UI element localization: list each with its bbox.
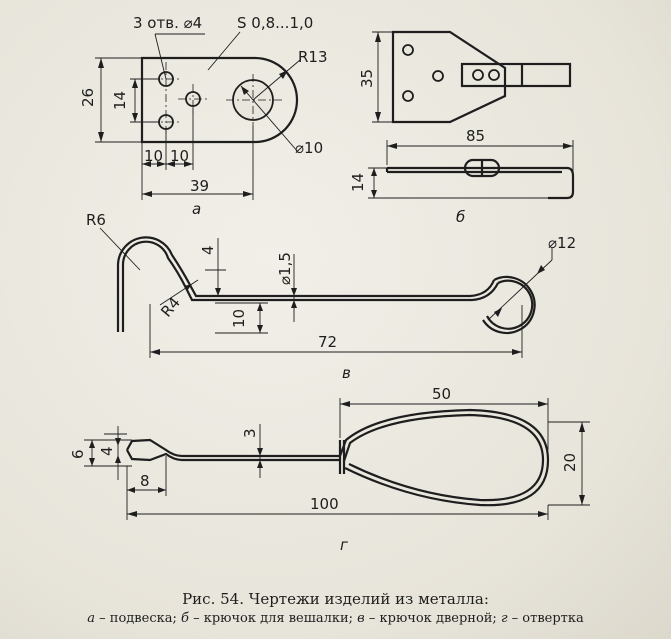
dim-20-text: 20 — [561, 453, 579, 472]
legend-text-b: – крючок для вешалки; — [188, 611, 358, 626]
legend-text-d: – отвертка — [507, 611, 584, 626]
legend-letter-c: в — [357, 611, 365, 626]
figure-d-label: г — [340, 536, 348, 554]
radius-13-note: R13 — [298, 48, 328, 66]
legend-text-a: – подвеска; — [95, 611, 181, 626]
technical-drawing: 26 14 10 10 39 3 отв. ⌀4 S 0,8...1,0 R — [69, 14, 590, 554]
dim-6-text: 6 — [69, 449, 87, 459]
dim-14b-text: 14 — [349, 173, 367, 192]
screwdriver-loop — [338, 408, 550, 507]
radius-4-text: R4 — [157, 294, 184, 321]
dim-8-text: 8 — [140, 472, 150, 490]
dim-85-text: 85 — [466, 127, 485, 145]
figure-d: 50 3 6 4 20 8 — [69, 385, 590, 554]
legend-letter-d: г — [500, 611, 508, 626]
rivet-left — [472, 69, 484, 81]
figure-a-label: а — [192, 200, 201, 218]
screwdriver-blade — [126, 438, 340, 458]
rivet-right — [488, 69, 500, 81]
dim-3-text: 3 — [241, 428, 259, 438]
caption-title: Рис. 54. Чертежи изделий из металла: — [182, 590, 489, 608]
dim-72-text: 72 — [318, 333, 337, 351]
legend-letter-a: а — [87, 611, 96, 626]
figure-caption: Рис. 54. Чертежи изделий из металла: а –… — [0, 590, 671, 628]
wire-diameter-text: ⌀1,5 — [276, 252, 294, 285]
radius-6-text: R6 — [86, 211, 106, 229]
ring-diameter-text: ⌀12 — [548, 234, 576, 252]
figure-a: 26 14 10 10 39 3 отв. ⌀4 S 0,8...1,0 R — [79, 14, 328, 218]
legend-text-c: – крючок дверной; — [364, 611, 501, 626]
holes-note: 3 отв. ⌀4 — [133, 14, 202, 32]
big-hole-note: ⌀10 — [295, 139, 323, 157]
dim-4d-text: 4 — [98, 446, 116, 456]
door-hook-wire — [116, 236, 496, 332]
plate-hole-top — [402, 44, 414, 56]
dim-35-text: 35 — [358, 69, 376, 88]
legend-letter-b: б — [181, 611, 189, 626]
figure-c: R6 R4 4 10 ⌀1,5 ⌀12 72 — [86, 211, 576, 382]
hook-strip — [460, 62, 572, 88]
dim-4-text: 4 — [199, 245, 217, 255]
dim-100-text: 100 — [310, 495, 339, 513]
dim-26-text: 26 — [79, 88, 97, 107]
caption-legend: а – подвеска; б – крючок для вешалки; в … — [0, 609, 671, 628]
dim-14-text: 14 — [111, 91, 129, 110]
dim-10-left-text: 10 — [144, 147, 163, 165]
dim-39-text: 39 — [190, 177, 209, 195]
figure-b-label: б — [456, 208, 465, 226]
hook-side-view — [387, 166, 575, 200]
plate-outline — [140, 56, 299, 144]
plate-hole-bottom — [402, 90, 414, 102]
figure-c-label: в — [342, 364, 351, 382]
dim-10-right-text: 10 — [170, 147, 189, 165]
plate-hole-middle — [432, 70, 444, 82]
dim-50-text: 50 — [432, 385, 451, 403]
dim-10c-text: 10 — [230, 309, 248, 328]
door-hook-ring — [482, 275, 536, 335]
thickness-note: S 0,8...1,0 — [237, 14, 313, 32]
figure-b: 35 85 14 б — [349, 30, 575, 226]
